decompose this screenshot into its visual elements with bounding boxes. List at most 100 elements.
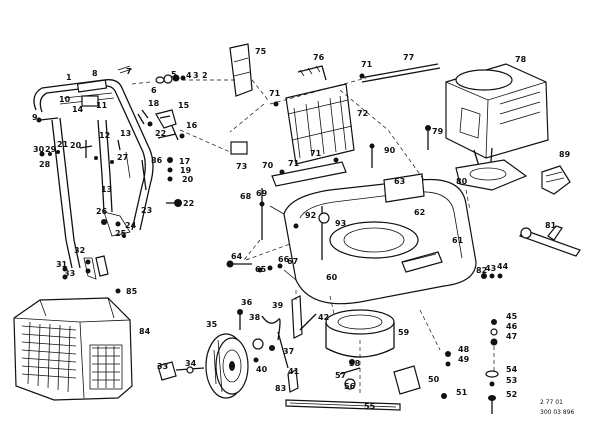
part-label-45: 45 bbox=[506, 312, 518, 321]
part-label-73: 73 bbox=[236, 162, 247, 171]
rear-hinge-bar bbox=[259, 143, 375, 240]
part-label-69: 69 bbox=[256, 189, 268, 198]
part-label-63: 63 bbox=[394, 177, 405, 186]
part-label-78: 78 bbox=[515, 55, 527, 64]
part-label-56: 56 bbox=[344, 382, 356, 391]
part-label-44: 44 bbox=[497, 262, 509, 271]
part-label-24: 24 bbox=[125, 221, 137, 230]
wheel-hardware bbox=[157, 290, 317, 381]
part-label-38: 38 bbox=[249, 313, 261, 322]
part-label-50: 50 bbox=[428, 375, 440, 384]
blade-wrench bbox=[519, 225, 581, 257]
part-label-37: 37 bbox=[283, 347, 294, 356]
part-label-55: 55 bbox=[364, 402, 376, 411]
part-label-13: 13 bbox=[120, 129, 131, 138]
part-label-92: 92 bbox=[305, 211, 316, 220]
part-label-62: 62 bbox=[414, 208, 425, 217]
part-label-30: 30 bbox=[33, 145, 45, 154]
part-label-33: 33 bbox=[64, 269, 75, 278]
part-label-5: 5 bbox=[171, 70, 177, 79]
mower-deck bbox=[269, 173, 477, 305]
throttle-control bbox=[541, 165, 571, 195]
part-label-18: 18 bbox=[148, 99, 160, 108]
part-label-35: 35 bbox=[206, 320, 218, 329]
part-label-36: 36 bbox=[241, 298, 253, 307]
part-label-16: 16 bbox=[186, 121, 198, 130]
reference-code-2: 300 03 896 bbox=[540, 409, 575, 416]
grass-catcher-bag bbox=[13, 297, 133, 401]
part-label-12: 12 bbox=[99, 131, 110, 140]
blade bbox=[285, 340, 421, 411]
axle-rod bbox=[269, 63, 441, 105]
part-label-4: 4 bbox=[186, 71, 192, 80]
part-label-32: 32 bbox=[74, 246, 85, 255]
part-label-20: 20 bbox=[70, 141, 82, 150]
part-label-53: 53 bbox=[506, 376, 517, 385]
part-label-86: 86 bbox=[151, 156, 163, 165]
part-label-51: 51 bbox=[456, 388, 468, 397]
part-label-26: 26 bbox=[96, 207, 108, 216]
part-label-70: 70 bbox=[262, 161, 274, 170]
blade-fasteners bbox=[441, 273, 503, 414]
part-label-3: 3 bbox=[193, 71, 199, 80]
part-label-31: 31 bbox=[56, 260, 68, 269]
part-label-22: 22 bbox=[183, 199, 194, 208]
part-label-48: 48 bbox=[458, 345, 470, 354]
part-label-93: 93 bbox=[335, 219, 346, 228]
part-label-43: 43 bbox=[485, 264, 496, 273]
part-label-49: 49 bbox=[458, 355, 470, 364]
reference-code-1: 2 77 01 bbox=[540, 399, 563, 406]
part-label-28: 28 bbox=[39, 160, 51, 169]
part-label-71: 71 bbox=[288, 159, 300, 168]
part-label-90: 90 bbox=[384, 146, 396, 155]
part-label-68: 68 bbox=[240, 192, 252, 201]
part-label-77: 77 bbox=[403, 53, 414, 62]
part-label-47: 47 bbox=[506, 332, 517, 341]
part-label-66: 66 bbox=[278, 255, 290, 264]
part-label-82: 82 bbox=[476, 266, 487, 275]
part-label-29: 29 bbox=[45, 145, 57, 154]
part-label-8: 8 bbox=[92, 69, 98, 78]
part-label-76: 76 bbox=[313, 53, 325, 62]
handle-hardware bbox=[36, 74, 186, 294]
part-label-17: 17 bbox=[179, 157, 190, 166]
part-label-14: 14 bbox=[72, 105, 84, 114]
part-label-7: 7 bbox=[126, 67, 132, 76]
part-label-2: 2 bbox=[202, 71, 208, 80]
part-label-80: 80 bbox=[456, 177, 468, 186]
part-label-58: 58 bbox=[349, 359, 361, 368]
part-label-85: 85 bbox=[126, 287, 138, 296]
part-label-19: 19 bbox=[180, 166, 192, 175]
part-label-84: 84 bbox=[139, 327, 151, 336]
handle-assembly bbox=[33, 65, 154, 280]
part-label-71: 71 bbox=[361, 60, 373, 69]
part-label-83: 83 bbox=[275, 384, 286, 393]
part-label-89: 89 bbox=[559, 150, 571, 159]
part-label-20: 20 bbox=[182, 175, 194, 184]
part-label-27: 27 bbox=[117, 153, 128, 162]
part-label-25: 25 bbox=[115, 229, 127, 238]
part-label-9: 9 bbox=[32, 113, 38, 122]
part-label-41: 41 bbox=[288, 367, 300, 376]
part-label-11: 11 bbox=[96, 101, 108, 110]
part-label-1: 1 bbox=[66, 73, 72, 82]
part-label-23: 23 bbox=[141, 206, 152, 215]
part-label-65: 65 bbox=[255, 265, 267, 274]
part-label-10: 10 bbox=[59, 95, 71, 104]
blade-housing bbox=[325, 309, 395, 358]
part-label-59: 59 bbox=[398, 328, 410, 337]
part-label-46: 46 bbox=[506, 322, 518, 331]
part-label-40: 40 bbox=[256, 365, 268, 374]
part-label-60: 60 bbox=[326, 273, 338, 282]
part-label-13: 13 bbox=[101, 185, 112, 194]
part-label-72: 72 bbox=[357, 109, 368, 118]
part-label-39: 39 bbox=[272, 301, 284, 310]
part-label-54: 54 bbox=[506, 365, 518, 374]
part-label-33: 33 bbox=[157, 362, 168, 371]
part-label-52: 52 bbox=[506, 390, 517, 399]
rear-wheel bbox=[205, 333, 249, 399]
part-label-71: 71 bbox=[310, 149, 322, 158]
engine bbox=[425, 63, 549, 191]
